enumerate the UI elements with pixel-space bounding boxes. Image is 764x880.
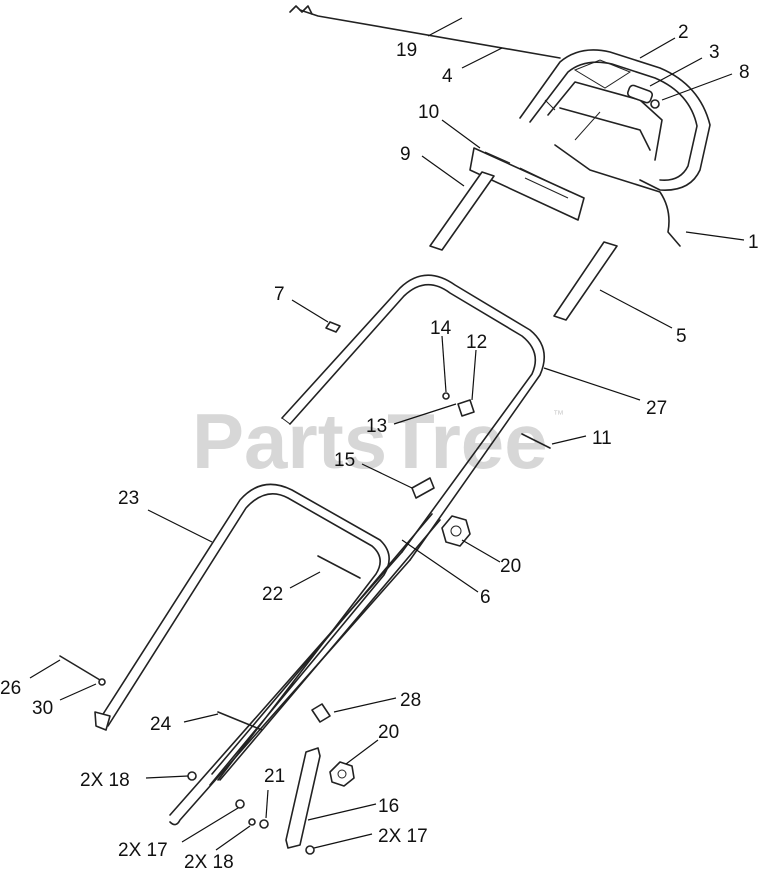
callout-16: 16 xyxy=(378,796,399,817)
part-cable-guide xyxy=(457,399,475,417)
callout-12: 12 xyxy=(466,332,487,353)
callout-2x17-left: 2X 17 xyxy=(118,840,168,861)
part-upper-handle xyxy=(281,274,546,561)
part-washer-21 xyxy=(259,819,269,829)
callout-14: 14 xyxy=(430,318,452,339)
part-nut-17a xyxy=(235,799,245,809)
callout-2x18-upper: 2X 18 xyxy=(80,770,130,791)
part-washer-18a xyxy=(187,771,197,781)
part-knob-lower xyxy=(329,761,355,787)
part-spring-clip xyxy=(289,5,313,15)
part-washer-18b xyxy=(248,818,256,826)
callout-26: 26 xyxy=(0,678,21,699)
callout-2: 2 xyxy=(678,22,689,43)
callout-15: 15 xyxy=(334,450,355,471)
part-bail-handle xyxy=(519,49,711,191)
part-handle-frame xyxy=(97,483,390,786)
part-bolt-24 xyxy=(217,711,263,731)
part-decal-plate xyxy=(469,147,585,221)
part-spacer-28 xyxy=(311,703,331,723)
callout-10: 10 xyxy=(418,102,439,123)
callout-24: 24 xyxy=(150,714,172,735)
part-washer-30 xyxy=(98,678,106,686)
callout-22: 22 xyxy=(262,584,283,605)
callout-6: 6 xyxy=(480,587,491,608)
callout-8: 8 xyxy=(739,62,750,83)
leader-lines xyxy=(29,17,745,851)
part-knob-upper xyxy=(441,515,471,547)
callout-4: 4 xyxy=(442,66,453,87)
part-nut-17b xyxy=(305,845,315,855)
callout-28: 28 xyxy=(400,690,421,711)
part-screw-26 xyxy=(59,655,101,681)
callout-7: 7 xyxy=(274,284,285,305)
callout-20-upper: 20 xyxy=(500,556,521,577)
part-control-rod xyxy=(299,9,561,59)
callout-11: 11 xyxy=(592,428,612,449)
part-bolt-22 xyxy=(317,555,361,579)
part-frame-foot xyxy=(94,711,111,731)
callout-21: 21 xyxy=(264,766,285,787)
callout-3: 3 xyxy=(709,42,720,63)
callout-1: 1 xyxy=(748,232,759,253)
callout-2x17-right: 2X 17 xyxy=(378,826,428,847)
callout-9: 9 xyxy=(400,144,411,165)
callout-5: 5 xyxy=(676,326,687,347)
part-bracket-15 xyxy=(411,477,435,499)
callout-20-lower: 20 xyxy=(378,722,399,743)
callout-30: 30 xyxy=(32,698,53,719)
part-grip xyxy=(626,84,654,104)
callout-2x18-lower: 2X 18 xyxy=(184,852,234,873)
callout-23: 23 xyxy=(118,488,139,509)
watermark-text: PartsTree xyxy=(192,397,548,485)
part-clip-7 xyxy=(325,321,341,333)
watermark-trademark: ™ xyxy=(553,409,564,421)
part-bolt-14 xyxy=(442,392,450,400)
callout-13: 13 xyxy=(366,416,387,437)
part-pin-11 xyxy=(521,433,551,449)
callout-19: 19 xyxy=(396,40,417,61)
part-link-arm xyxy=(285,747,321,849)
callout-27: 27 xyxy=(646,398,667,419)
part-wire xyxy=(554,144,681,247)
part-cover-strip-9 xyxy=(429,171,495,251)
part-nut-8 xyxy=(650,99,660,109)
part-cover-strip-5 xyxy=(553,241,618,321)
